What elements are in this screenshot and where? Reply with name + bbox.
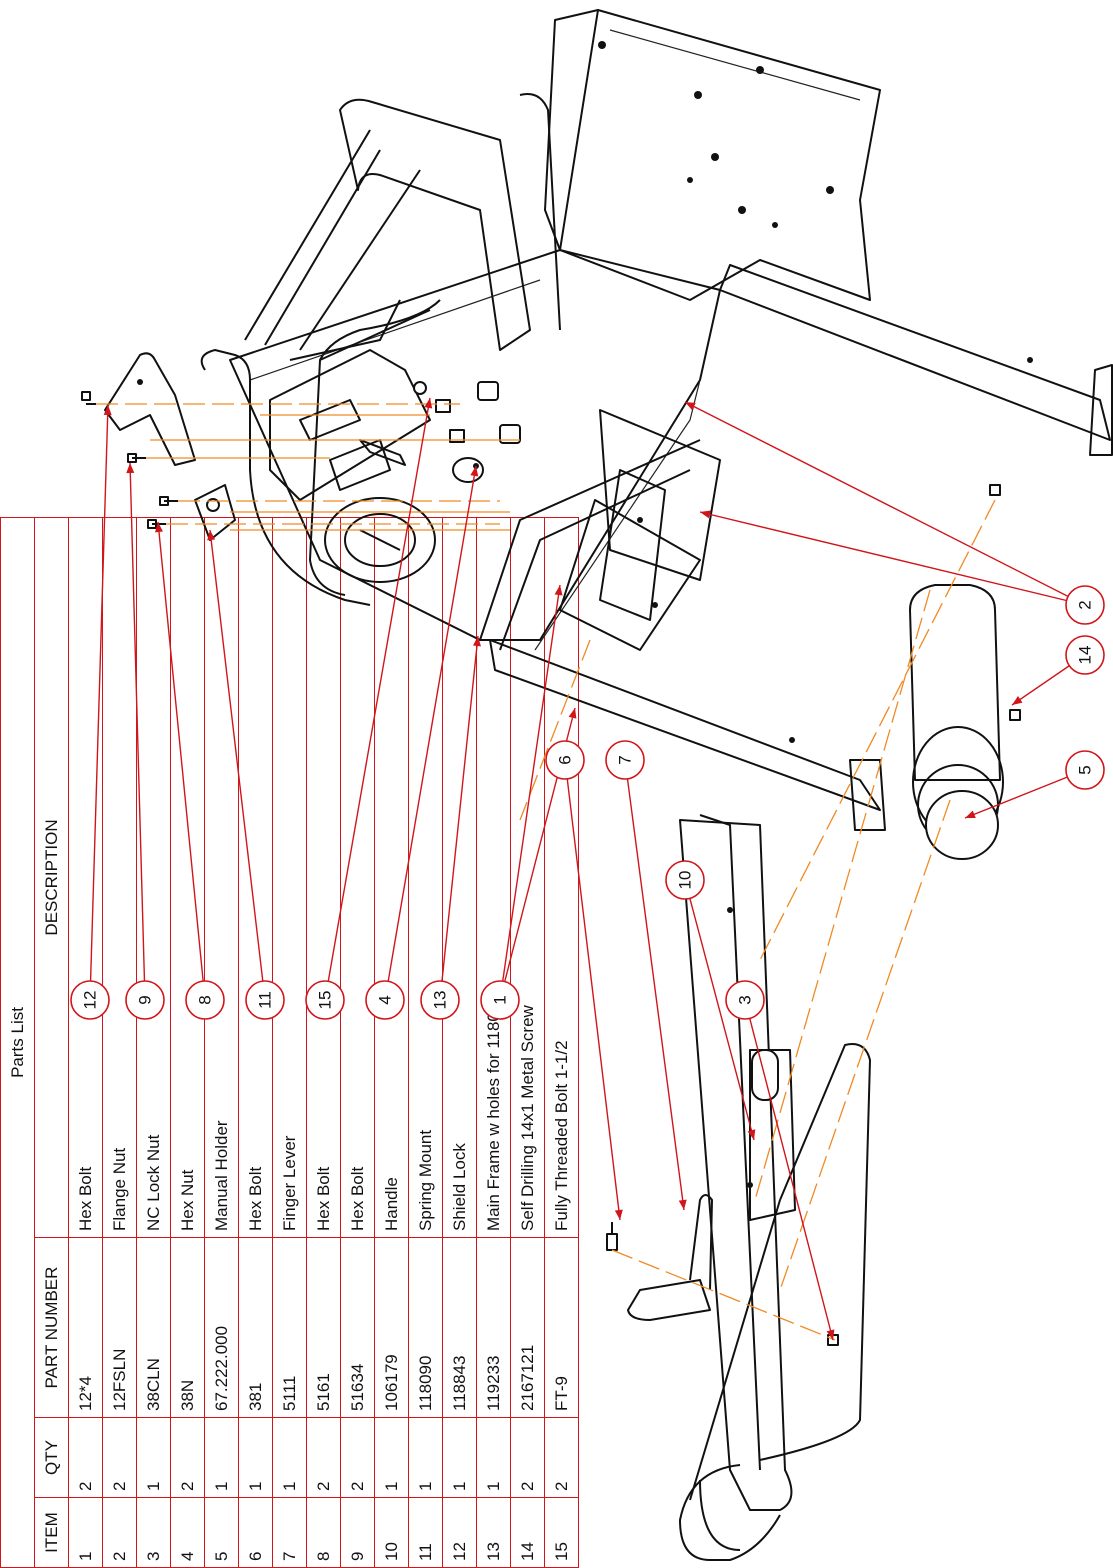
assembly-lines-upper	[96, 403, 520, 531]
callout-arrowhead	[747, 1129, 756, 1140]
callout-leader	[964, 769, 1086, 819]
callout-balloon-11: 11	[207, 529, 285, 1020]
callout-balloon-2: 2	[684, 401, 1105, 625]
callout-balloon-6: 6	[545, 740, 623, 1221]
callout-number: 13	[431, 991, 450, 1010]
callout-leader	[324, 397, 431, 1001]
lower-bolts	[606, 484, 1021, 1346]
callout-leader	[89, 404, 109, 1001]
callout-arrowhead	[614, 1209, 623, 1220]
callout-arrowhead	[700, 510, 711, 519]
callout-arrowhead	[207, 530, 216, 541]
callout-balloon-10: 10	[665, 860, 756, 1141]
callout-balloon-15: 15	[305, 397, 433, 1020]
callout-number: 1	[491, 995, 510, 1004]
callout-number: 14	[1076, 646, 1095, 665]
callout-circle	[1065, 635, 1105, 675]
callout-circle	[185, 980, 225, 1020]
callout-circle	[365, 980, 405, 1020]
callout-balloon-3: 3	[725, 980, 835, 1341]
callout-arrowhead	[685, 402, 696, 411]
callout-balloon-9: 9	[125, 462, 165, 1020]
callout-circle	[125, 980, 165, 1020]
callout-number: 15	[316, 991, 335, 1010]
callout-arrowhead	[126, 463, 135, 474]
callout-leader	[157, 521, 206, 1001]
callout-circle	[725, 980, 765, 1020]
callout-number: 3	[736, 995, 755, 1004]
callout-arrowhead	[472, 636, 481, 647]
callout-leader	[499, 584, 561, 1001]
callout-arrowhead	[103, 405, 112, 416]
callout-number: 11	[256, 991, 275, 1009]
callout-circle	[605, 740, 645, 780]
callout-circle	[545, 740, 585, 780]
callout-balloon-1: 1	[480, 584, 577, 1020]
callout-number: 5	[1076, 765, 1095, 774]
hex-nuts	[413, 381, 521, 444]
callout-leader	[684, 401, 1086, 606]
main-frame	[200, 9, 1113, 831]
callout-leader	[209, 529, 266, 1001]
callout-balloon-12: 12	[70, 404, 112, 1020]
callout-circle	[665, 860, 705, 900]
callout-balloon-7: 7	[605, 740, 687, 1211]
callout-arrowhead	[424, 398, 433, 409]
callout-circle	[1065, 585, 1105, 625]
callout-arrowhead	[965, 810, 976, 818]
spring-mount	[194, 484, 236, 541]
callout-number: 10	[676, 871, 695, 890]
callout-balloon-13: 13	[420, 635, 481, 1020]
callout-leader	[684, 879, 755, 1141]
callout-number: 2	[1076, 600, 1095, 609]
callout-circle	[245, 980, 285, 1020]
callout-arrowhead	[678, 1199, 687, 1210]
callout-number: 8	[196, 995, 215, 1004]
finger-lever-lower	[627, 1194, 713, 1321]
callout-arrowhead	[1012, 696, 1023, 705]
callout-leader	[564, 759, 621, 1221]
callout-leader	[384, 465, 477, 1001]
callout-balloon-4: 4	[365, 465, 479, 1020]
callout-leader	[699, 511, 1086, 606]
callout-circle	[1065, 750, 1105, 790]
callout-circle	[70, 980, 110, 1020]
callout-balloon-14: 14	[1011, 635, 1105, 706]
callout-number: 7	[616, 755, 635, 764]
callout-balloon-5: 5	[964, 750, 1105, 819]
callout-circle	[420, 980, 460, 1020]
callout-leader	[129, 462, 146, 1001]
handle	[679, 814, 871, 1561]
callout-leader	[439, 635, 479, 1001]
callout-circle	[305, 980, 345, 1020]
callouts: 12 9 8 11 15 4 13 1 6 7 10 3 2 14 5	[70, 397, 1105, 1341]
callout-balloon-8: 8	[154, 521, 225, 1020]
callout-leader	[744, 999, 834, 1341]
assembly-lines-lower	[519, 499, 996, 1341]
callout-arrowhead	[154, 522, 163, 533]
bolts-upper	[81, 391, 465, 529]
callout-circle	[480, 980, 520, 1020]
callout-arrowhead	[826, 1329, 835, 1340]
callout-arrowhead	[554, 585, 563, 596]
callout-leader	[624, 759, 685, 1211]
callout-number: 6	[556, 755, 575, 764]
shield-lock	[104, 352, 196, 466]
manual-holder	[909, 584, 1004, 860]
callout-arrowhead	[568, 708, 577, 719]
callout-number: 4	[376, 995, 395, 1004]
callout-arrowhead	[470, 466, 479, 477]
callout-number: 12	[81, 991, 100, 1010]
callout-number: 9	[136, 995, 155, 1004]
